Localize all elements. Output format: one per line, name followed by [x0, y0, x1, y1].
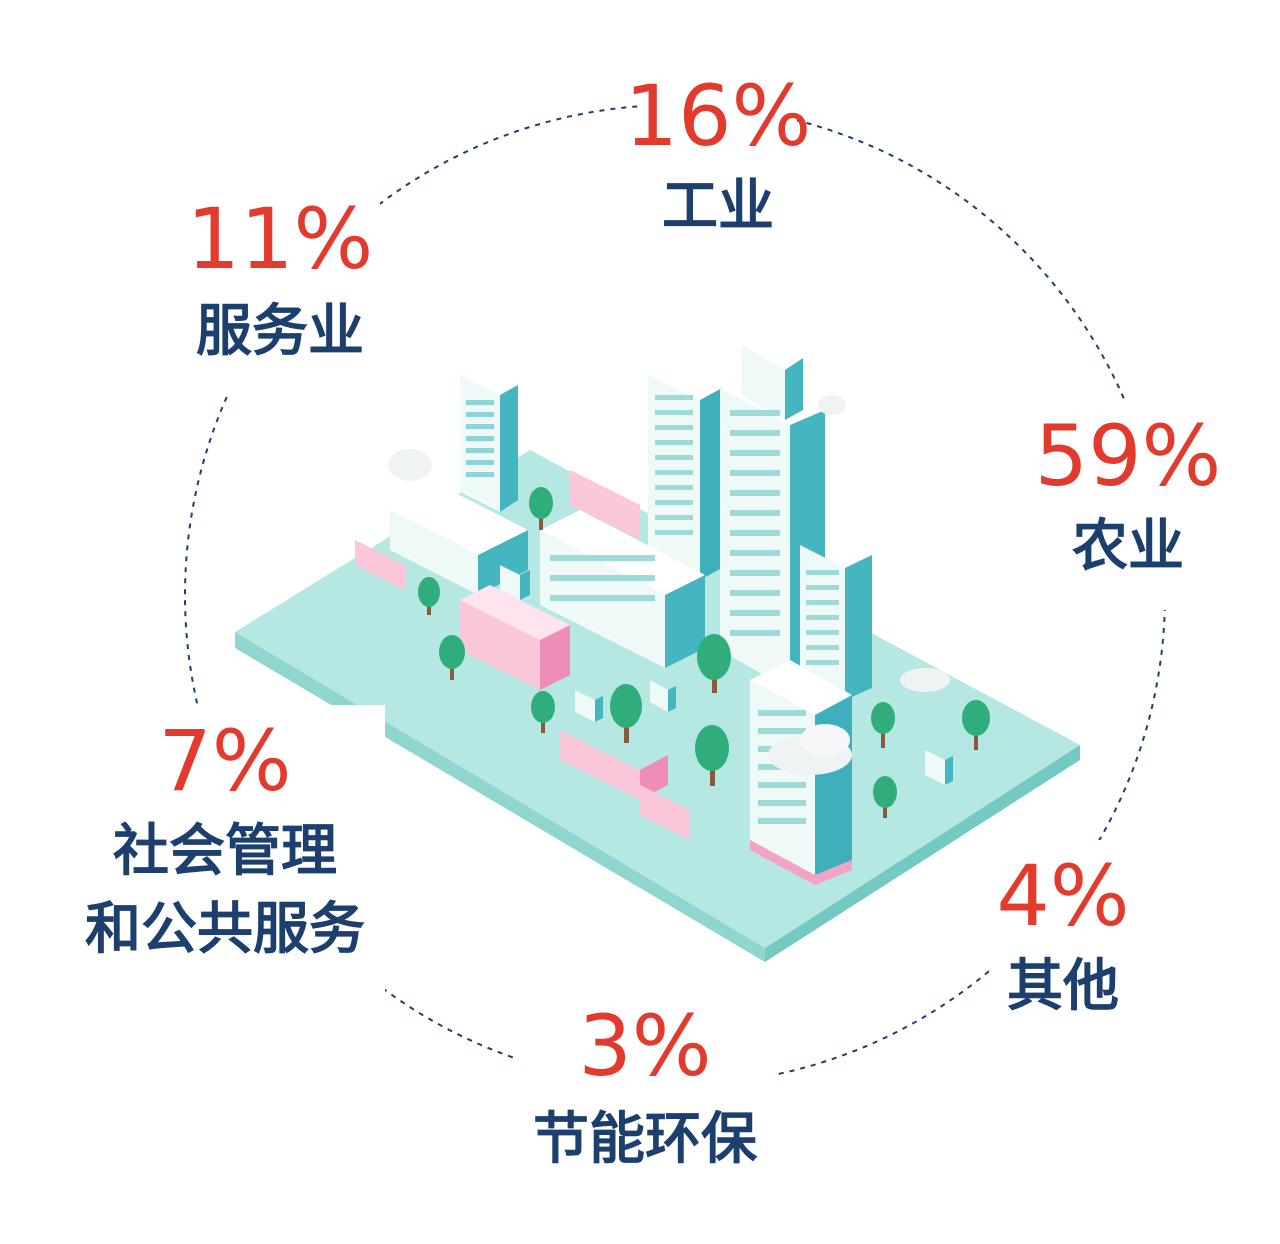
label-backing	[639, 60, 797, 270]
slice-percent: 4%	[996, 847, 1129, 945]
slice-percent: 7%	[158, 712, 291, 810]
label-backing	[1049, 400, 1207, 610]
slice-label-2: 4% 其他	[993, 840, 1133, 1050]
label-backing	[515, 990, 775, 1203]
slice-label-0: 16% 工业	[625, 60, 812, 270]
slice-label-3: 3% 节能环保	[515, 990, 775, 1203]
label-backing	[993, 840, 1133, 1050]
label-backing	[180, 183, 380, 395]
slice-percent: 3%	[578, 997, 711, 1095]
isometric-city-icon	[235, 345, 1080, 962]
slice-name: 服务业	[196, 299, 364, 364]
slice-percent: 59%	[1035, 407, 1222, 505]
slice-percent: 16%	[625, 67, 812, 165]
slice-label-5: 11% 服务业	[180, 183, 380, 395]
slice-name: 其他	[1007, 954, 1119, 1019]
slice-name: 节能环保	[533, 1107, 758, 1172]
slice-name: 农业	[1072, 514, 1184, 579]
slice-percent: 11%	[187, 190, 374, 288]
slice-name: 工业	[662, 174, 774, 239]
slice-label-1: 59% 农业	[1035, 400, 1222, 610]
slice-name: 社会管理	[113, 819, 337, 884]
slice-name: 和公共服务	[85, 897, 365, 962]
label-backing	[65, 705, 385, 993]
